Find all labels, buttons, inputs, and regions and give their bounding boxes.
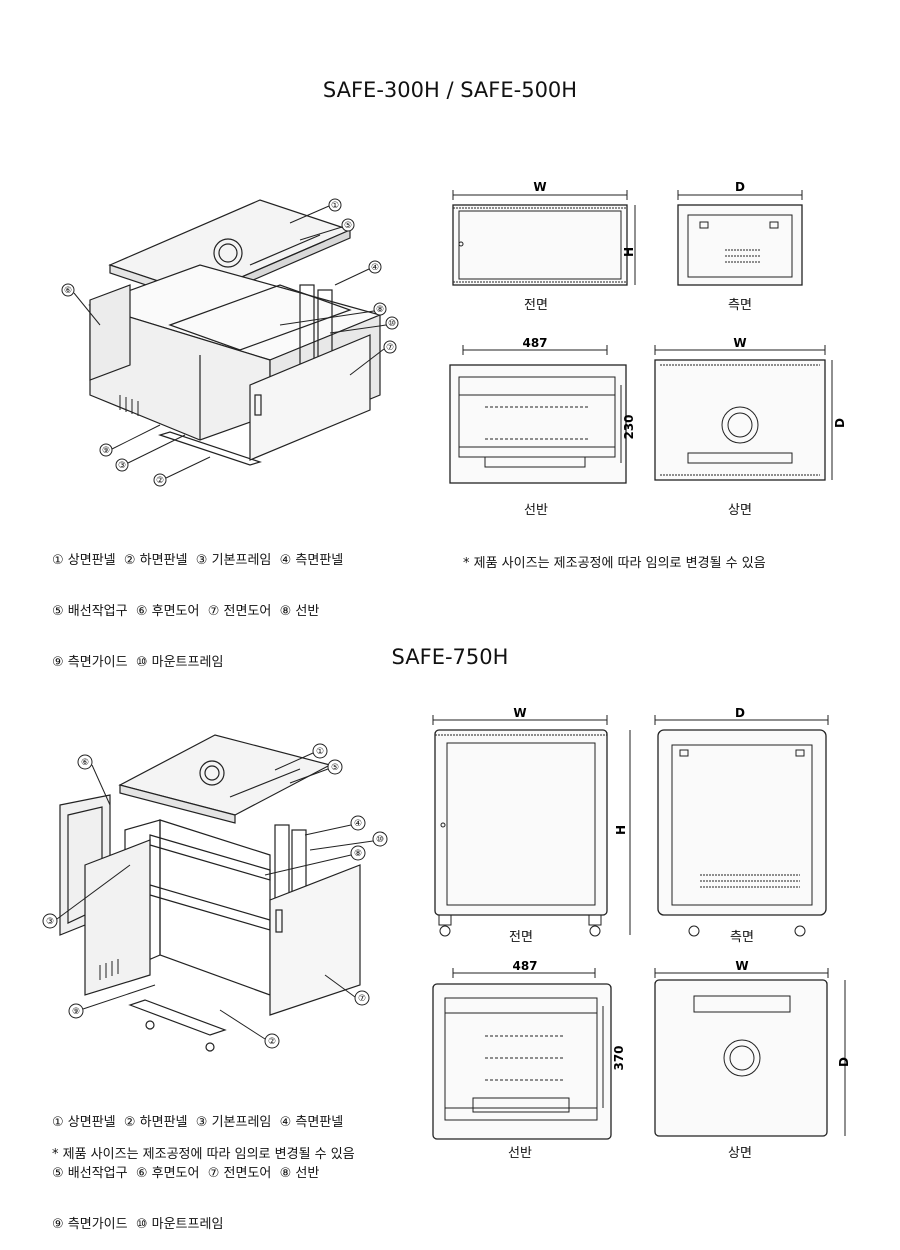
shelf-view-caption: 선반 <box>508 1146 532 1161</box>
legend-line: ⑨ 측면가이드 ⑩ 마운트프레임 <box>52 1217 224 1232</box>
top-view-tall: W D <box>654 959 851 1137</box>
callout-5: ⑤ <box>289 759 343 784</box>
exploded-view-small-cabinet: ① ⑤ ④ ⑧ ⑩ ⑦ ⑥ ⑨ ③ ② <box>61 198 399 487</box>
callout-7: ⑦ <box>349 340 397 376</box>
callout-6: ⑥ <box>61 283 101 326</box>
shelf-view-caption: 선반 <box>524 503 548 518</box>
callout-2: ② <box>153 456 211 487</box>
callout-4: ④ <box>304 815 366 836</box>
svg-text:D: D <box>837 1057 851 1067</box>
svg-text:⑨: ⑨ <box>72 1007 80 1017</box>
svg-text:④: ④ <box>354 819 362 829</box>
callout-10: ⑩ <box>329 316 399 334</box>
svg-text:H: H <box>614 825 628 835</box>
svg-text:D: D <box>735 180 745 194</box>
disclaimer-note: * 제품 사이즈는 제조공정에 따라 임의로 변경될 수 있음 <box>463 556 766 571</box>
svg-text:W: W <box>533 180 546 194</box>
top-view-caption: 상면 <box>728 1146 752 1161</box>
svg-text:230: 230 <box>622 414 636 439</box>
callout-7: ⑦ <box>324 974 370 1006</box>
legend-line: ⑤ 배선작업구 ⑥ 후면도어 ⑦ 전면도어 ⑧ 선반 <box>52 604 320 619</box>
callout-4: ④ <box>334 260 382 286</box>
svg-text:⑦: ⑦ <box>386 343 394 353</box>
callout-5: ⑤ <box>299 218 355 241</box>
legend-line: ① 상면판넬 ② 하면판넬 ③ 기본프레임 ④ 측면판넬 <box>52 553 344 568</box>
svg-text:⑥: ⑥ <box>64 286 72 296</box>
svg-text:W: W <box>733 336 746 350</box>
front-view-caption: 전면 <box>524 298 548 313</box>
section2-title: SAFE-750H <box>391 645 509 669</box>
svg-text:①: ① <box>316 747 324 757</box>
svg-text:⑩: ⑩ <box>376 835 384 845</box>
side-view-tall: D <box>654 706 829 937</box>
svg-text:①: ① <box>331 201 339 211</box>
side-view-caption: 측면 <box>730 930 754 945</box>
svg-text:②: ② <box>156 476 164 486</box>
callout-8: ⑧ <box>279 302 387 326</box>
disclaimer-note: * 제품 사이즈는 제조공정에 따라 임의로 변경될 수 있음 <box>52 1147 355 1162</box>
svg-text:⑩: ⑩ <box>388 319 396 329</box>
legend-line: ⑨ 측면가이드 ⑩ 마운트프레임 <box>52 655 224 670</box>
svg-text:⑤: ⑤ <box>344 221 352 231</box>
svg-text:D: D <box>833 418 847 428</box>
svg-text:⑦: ⑦ <box>358 994 366 1004</box>
callout-1: ① <box>289 198 342 224</box>
svg-text:487: 487 <box>512 959 537 973</box>
svg-text:487: 487 <box>522 336 547 350</box>
callout-3: ③ <box>115 434 186 472</box>
svg-text:④: ④ <box>371 263 379 273</box>
svg-text:D: D <box>735 706 745 720</box>
svg-text:⑥: ⑥ <box>81 758 89 768</box>
svg-text:③: ③ <box>118 461 126 471</box>
side-view-small: D <box>677 180 803 286</box>
callout-8: ⑧ <box>264 845 366 876</box>
front-view-caption: 전면 <box>509 930 533 945</box>
legend-section2: ① 상면판넬 ② 하면판넬 ③ 기본프레임 ④ 측면판넬 ⑤ 배선작업구 ⑥ 후… <box>52 1080 343 1250</box>
svg-text:370: 370 <box>612 1045 626 1070</box>
callout-1: ① <box>274 743 328 771</box>
front-view-tall: W H <box>432 706 631 937</box>
shelf-view-tall: 487 370 <box>432 959 626 1140</box>
svg-text:H: H <box>622 247 636 257</box>
callout-6: ⑥ <box>77 754 111 806</box>
svg-text:③: ③ <box>46 917 54 927</box>
side-view-caption: 측면 <box>728 298 752 313</box>
callout-2: ② <box>219 1009 280 1049</box>
legend-section1: ① 상면판넬 ② 하면판넬 ③ 기본프레임 ④ 측면판넬 ⑤ 배선작업구 ⑥ 후… <box>52 518 343 688</box>
svg-text:⑧: ⑧ <box>354 849 362 859</box>
callout-10: ⑩ <box>309 831 388 851</box>
callout-3: ③ <box>42 864 131 929</box>
svg-text:⑤: ⑤ <box>331 763 339 773</box>
front-view-small: W H <box>452 180 636 286</box>
legend-line: ⑤ 배선작업구 ⑥ 후면도어 ⑦ 전면도어 ⑧ 선반 <box>52 1166 320 1181</box>
section1-title: SAFE-300H / SAFE-500H <box>322 78 578 102</box>
legend-line: ① 상면판넬 ② 하면판넬 ③ 기본프레임 ④ 측면판넬 <box>52 1115 344 1130</box>
top-view-caption: 상면 <box>728 503 752 518</box>
svg-text:②: ② <box>268 1037 276 1047</box>
shelf-view-small: 487 230 <box>449 336 636 484</box>
exploded-view-tall-cabinet: ① ⑤ ④ ⑩ ⑧ ⑦ ⑥ ③ ⑨ ② <box>42 734 388 1052</box>
callout-9: ⑨ <box>68 984 156 1019</box>
top-view-small: W D <box>654 336 847 481</box>
svg-text:W: W <box>513 706 526 720</box>
svg-text:⑨: ⑨ <box>102 446 110 456</box>
svg-text:W: W <box>735 959 748 973</box>
callout-9: ⑨ <box>99 424 161 457</box>
svg-text:⑧: ⑧ <box>376 305 384 315</box>
